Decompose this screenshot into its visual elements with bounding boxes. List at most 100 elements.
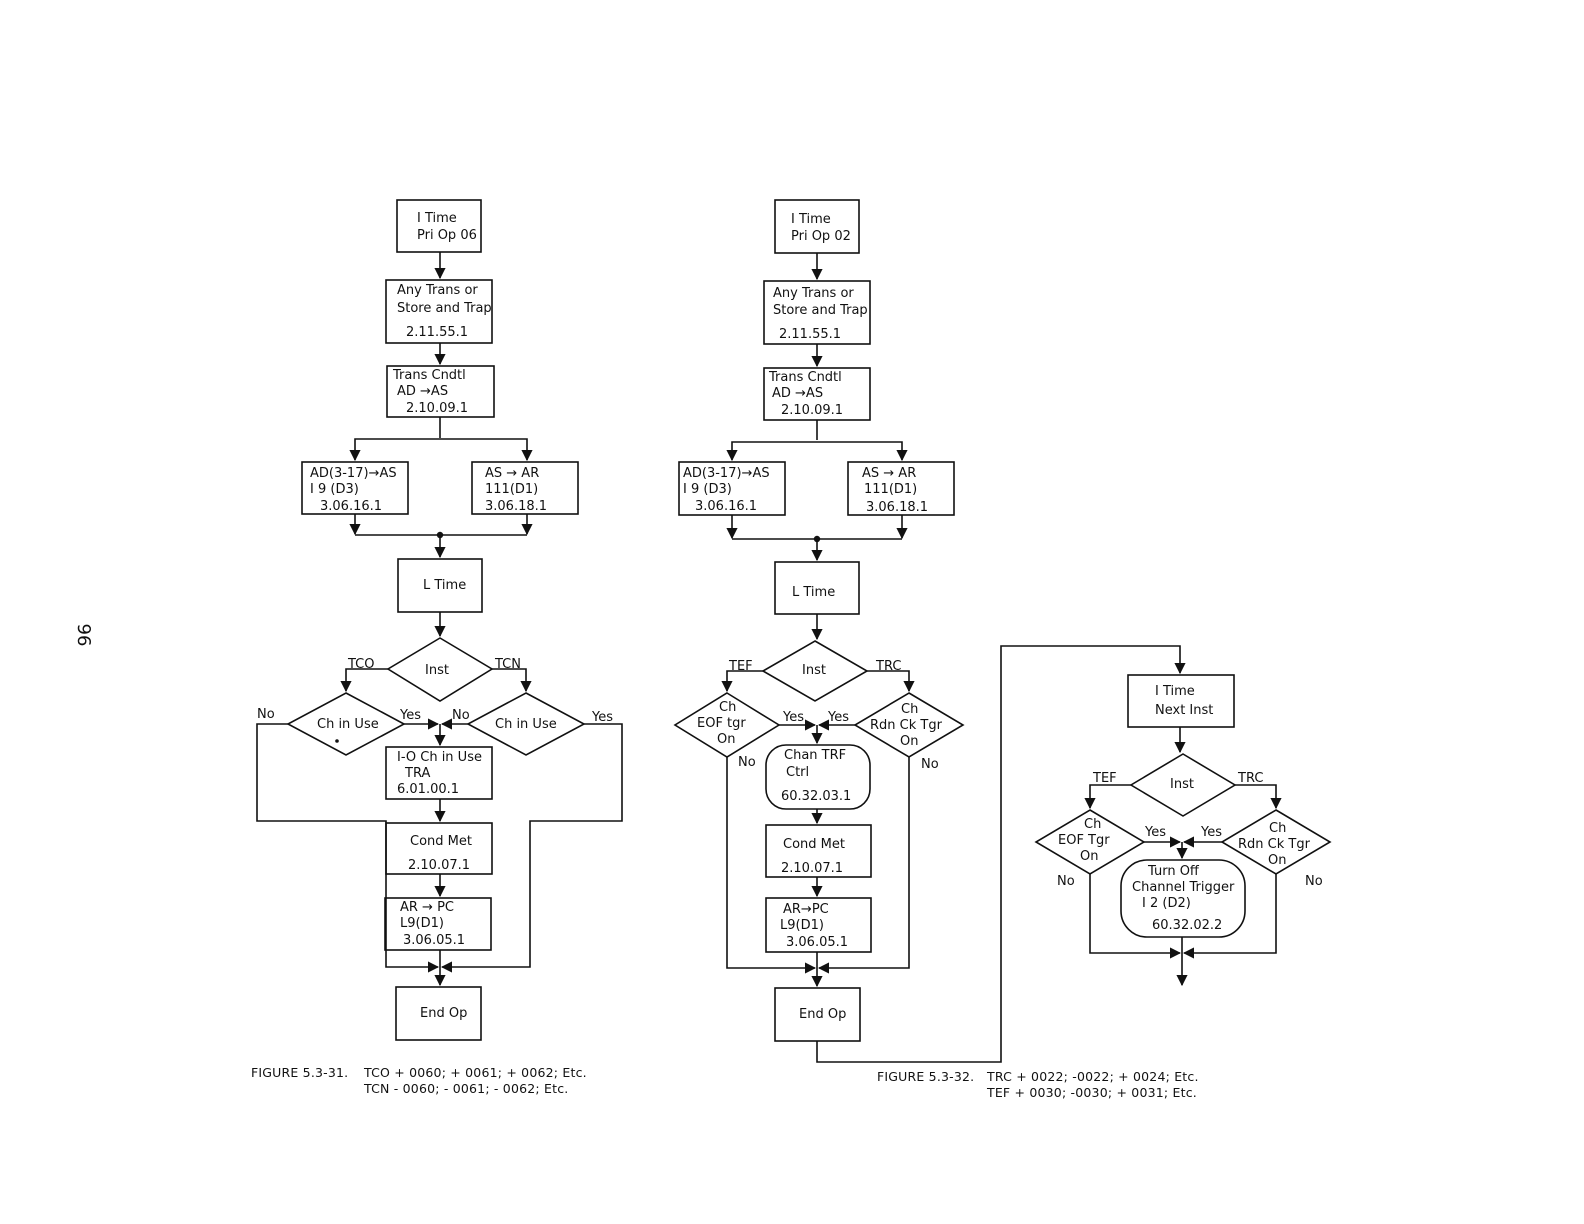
box-trans-cndtl xyxy=(386,365,495,418)
box-turn-off-ref: 60.32.02.2 xyxy=(1152,918,1222,933)
label-3-yes-left: Yes xyxy=(1144,825,1166,840)
box-turn-off xyxy=(1120,859,1246,938)
box-chan-trf-ctrl-line2: Ctrl xyxy=(786,765,809,780)
diamond-ch-rdn-line2: Rdn Ck Tgr xyxy=(870,718,943,733)
box-end-op xyxy=(395,986,482,1041)
box-l-time-label: L Time xyxy=(423,578,466,593)
box-l-time-2 xyxy=(774,561,860,615)
path-left-no xyxy=(256,723,440,973)
box-any-trans-2-ref: 2.11.55.1 xyxy=(779,327,841,342)
box-i-time-line1: I Time xyxy=(417,211,457,226)
box-ar-to-pc-2-ref: 3.06.05.1 xyxy=(786,935,848,950)
label-trc-2: TRC xyxy=(1237,771,1263,786)
arrow-trc xyxy=(867,670,915,693)
caption-32-label: FIGURE 5.3-32. xyxy=(877,1069,974,1084)
diamond-ch-rdn-line1: Ch xyxy=(901,702,918,717)
label-3-no-left: No xyxy=(1057,874,1075,889)
box-as-to-ar-2-line1: AS → AR xyxy=(862,466,916,481)
box-ar-to-pc-line2: L9(D1) xyxy=(400,916,444,931)
box-trans-cndtl-line2: AD →AS xyxy=(397,384,448,399)
label-2-yes-right: Yes xyxy=(827,710,849,725)
arrow-tco xyxy=(340,668,388,693)
label-tcn: TCN xyxy=(494,657,521,672)
box-any-trans-line2: Store and Trap xyxy=(397,301,492,316)
box-cond-met-2-ref: 2.10.07.1 xyxy=(781,861,843,876)
box-end-op-2-label: End Op xyxy=(799,1007,846,1022)
caption-32-line2: TEF + 0030; -0030; + 0031; Etc. xyxy=(986,1085,1197,1100)
figure-5-3-32: I Time Pri Op 02 Any Trans or Store and … xyxy=(673,199,1332,1100)
path-3-right-no xyxy=(1182,874,1277,959)
label-no-left: No xyxy=(257,707,275,722)
label-2-no-left: No xyxy=(738,755,756,770)
split-2-to-d-e xyxy=(726,441,908,462)
box-turn-off-line2: Channel Trigger xyxy=(1132,880,1235,895)
diamond-ch-eof-2-line3: On xyxy=(1080,849,1098,864)
box-ar-to-pc-2 xyxy=(765,897,872,953)
box-ad-to-as-line2: I 9 (D3) xyxy=(310,482,359,497)
arrow-tef-2 xyxy=(1084,784,1131,810)
box-as-to-ar-line1: AS → AR xyxy=(485,466,539,481)
box-trans-cndtl-line1: Trans Cndtl xyxy=(392,368,466,383)
box-io-ch-in-use-line1: I-O Ch in Use xyxy=(397,750,482,765)
box-ar-to-pc-2-line1: AR→PC xyxy=(783,902,829,917)
box-cond-met-2 xyxy=(765,824,872,878)
box-end-op-2 xyxy=(774,987,861,1042)
box-trans-cndtl-2-line2: AD →AS xyxy=(772,386,823,401)
diamond-inst-3 xyxy=(1129,753,1237,817)
path-to-next-inst xyxy=(816,645,1186,1063)
box-io-ch-in-use-ref: 6.01.00.1 xyxy=(397,782,459,797)
path-right-yes xyxy=(440,723,623,973)
diamond-ch-eof-line2: EOF tgr xyxy=(697,716,746,731)
box-ad-to-as-ref: 3.06.16.1 xyxy=(320,499,382,514)
box-as-to-ar-2-ref: 3.06.18.1 xyxy=(866,500,928,515)
box-as-to-ar xyxy=(471,461,579,515)
box-i-time-02-line1: I Time xyxy=(791,212,831,227)
split-to-d-e xyxy=(349,438,533,462)
caption-31-line1: TCO + 0060; + 0061; + 0062; Etc. xyxy=(363,1065,587,1080)
box-ar-to-pc-2-line2: L9(D1) xyxy=(780,918,824,933)
page-number: 96 xyxy=(73,624,94,647)
box-next-inst-line1: I Time xyxy=(1155,684,1195,699)
box-turn-off-line1: Turn Off xyxy=(1147,864,1200,879)
box-trans-cndtl-2-ref: 2.10.09.1 xyxy=(781,403,843,418)
diamond-ch-eof-2-line2: EOF Tgr xyxy=(1058,833,1110,848)
label-2-no-right: No xyxy=(921,757,939,772)
label-no-right: No xyxy=(452,708,470,723)
box-ar-to-pc-ref: 3.06.05.1 xyxy=(403,933,465,948)
box-turn-off-line3: I 2 (D2) xyxy=(1142,896,1191,911)
box-io-ch-in-use-line2: TRA xyxy=(404,766,430,781)
diamond-ch-in-use-right xyxy=(466,692,586,756)
box-any-trans xyxy=(385,279,493,344)
diamond-inst-2 xyxy=(761,640,869,702)
label-3-no-right: No xyxy=(1305,874,1323,889)
arrow-trc-2 xyxy=(1235,784,1282,810)
box-ad-to-as-2-line2: I 9 (D3) xyxy=(683,482,732,497)
diamond-ch-eof-line1: Ch xyxy=(719,700,736,715)
box-chan-trf-ctrl xyxy=(765,744,871,810)
box-any-trans-line1: Any Trans or xyxy=(397,283,478,298)
box-as-to-ar-2-line2: 111(D1) xyxy=(864,482,917,497)
box-i-time-pri-op-06 xyxy=(396,199,482,253)
path-2-left-no xyxy=(726,757,817,974)
diamond-ch-rdn-2-line1: Ch xyxy=(1269,821,1286,836)
box-ad-to-as-2-ref: 3.06.16.1 xyxy=(695,499,757,514)
box-ad-to-as-2-line1: AD(3-17)→AS xyxy=(683,466,770,481)
diamond-ch-rdn-2-line2: Rdn Ck Tgr xyxy=(1238,837,1311,852)
diamond-ch-eof-line3: On xyxy=(717,732,735,747)
diamond-ch-in-use-left-dot xyxy=(335,739,339,743)
box-i-time-line2: Pri Op 06 xyxy=(417,228,477,243)
box-as-to-ar-ref: 3.06.18.1 xyxy=(485,499,547,514)
diamond-inst xyxy=(386,637,494,702)
diamond-ch-in-use-left xyxy=(286,692,406,756)
box-l-time-2-label: L Time xyxy=(792,585,835,600)
label-yes-right: Yes xyxy=(591,710,613,725)
diamond-inst-label: Inst xyxy=(425,663,449,678)
box-any-trans-2-line1: Any Trans or xyxy=(773,286,854,301)
path-3-left-no xyxy=(1089,874,1182,959)
label-tef: TEF xyxy=(728,659,753,674)
label-tco: TCO xyxy=(347,657,375,672)
box-trans-cndtl-2-line1: Trans Cndtl xyxy=(768,370,842,385)
box-any-trans-ref: 2.11.55.1 xyxy=(406,325,468,340)
figure-5-3-31: I Time Pri Op 06 Any Trans or Store and … xyxy=(251,199,623,1096)
